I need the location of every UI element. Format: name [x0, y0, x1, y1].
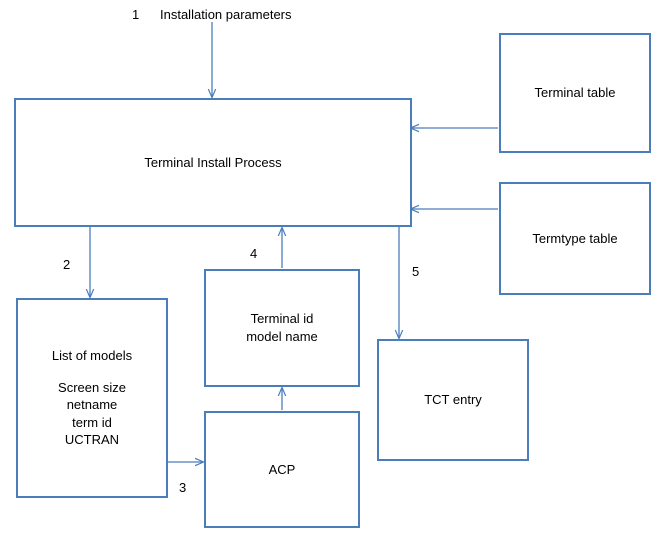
node-terminal-id-model-name[interactable]: Terminal id model name — [204, 269, 360, 387]
node-list-of-models-uctran: UCTRAN — [64, 432, 120, 448]
node-terminal-table[interactable]: Terminal table — [499, 33, 651, 153]
marker-1: 1 — [132, 7, 140, 22]
node-list-of-models-netname: netname — [66, 397, 118, 413]
node-list-of-models-screen-size: Screen size — [58, 379, 126, 395]
marker-3: 3 — [179, 480, 187, 495]
node-tct-entry-label: TCT entry — [424, 392, 482, 408]
node-terminal-install-process[interactable]: Terminal Install Process — [14, 98, 412, 227]
node-tct-entry[interactable]: TCT entry — [377, 339, 529, 461]
node-terminal-id-line1: Terminal id — [250, 311, 314, 327]
marker-2: 2 — [63, 257, 71, 272]
node-acp-label: ACP — [268, 461, 296, 477]
installation-parameters-label: Installation parameters — [160, 7, 292, 22]
marker-4: 4 — [250, 246, 258, 261]
node-termtype-table-label: Termtype table — [532, 230, 618, 246]
marker-5: 5 — [412, 264, 420, 279]
node-acp[interactable]: ACP — [204, 411, 360, 528]
node-list-of-models-title: List of models — [51, 348, 133, 364]
node-list-of-models-term-id: term id — [72, 414, 112, 430]
node-list-of-models[interactable]: List of models Screen size netname term … — [16, 298, 168, 498]
node-terminal-install-process-label: Terminal Install Process — [144, 154, 282, 170]
node-terminal-id-line2: model name — [246, 329, 318, 344]
node-terminal-table-label: Terminal table — [534, 85, 616, 101]
node-termtype-table[interactable]: Termtype table — [499, 182, 651, 295]
